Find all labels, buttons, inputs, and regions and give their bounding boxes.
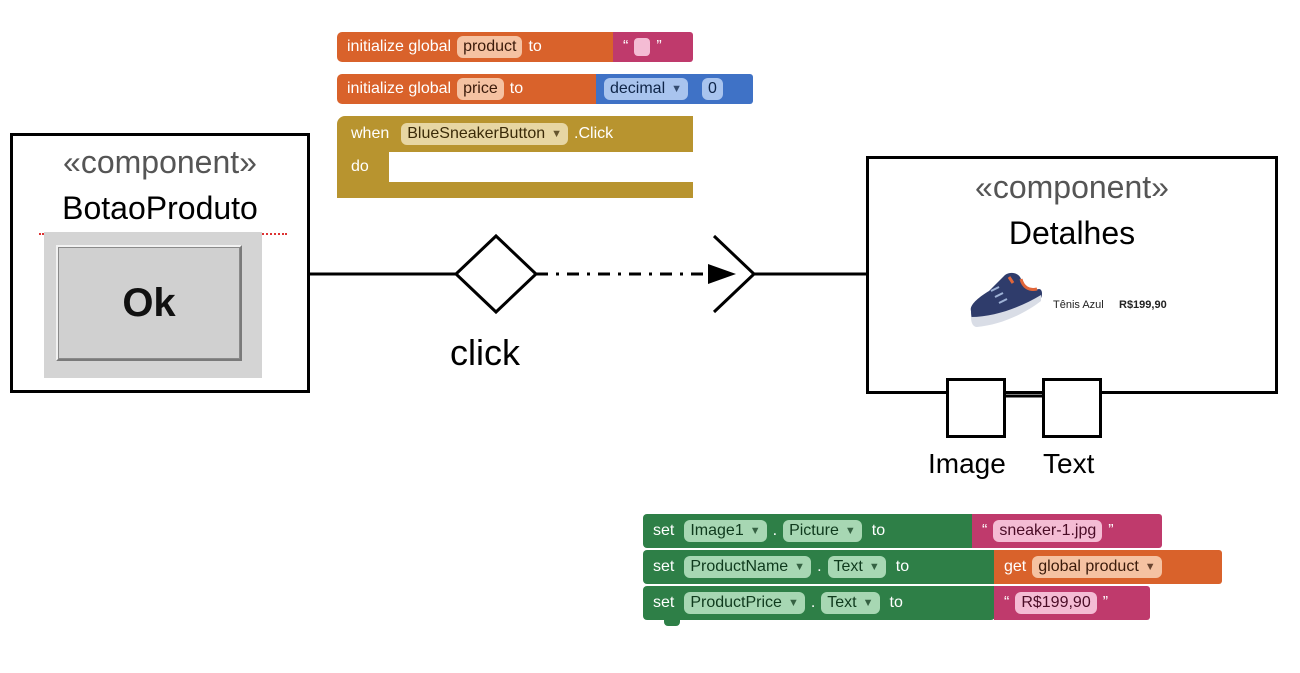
chevron-down-icon: ▼ xyxy=(671,83,683,95)
set-productname-text-block[interactable]: set ProductName ▼ . Text ▼ to xyxy=(643,550,995,584)
chevron-down-icon: ▼ xyxy=(862,597,874,609)
set-keyword: set xyxy=(653,594,675,611)
open-quote: “ xyxy=(623,38,629,55)
property-name: Text xyxy=(827,594,857,611)
component-dropdown[interactable]: ProductPrice ▼ xyxy=(684,592,805,614)
set-keyword: set xyxy=(653,522,675,539)
to-keyword: to xyxy=(895,558,910,575)
stereotype-label: «component» xyxy=(975,169,1169,205)
when-keyword: when xyxy=(351,125,390,142)
variable-dropdown[interactable]: global product ▼ xyxy=(1032,556,1162,578)
component-name: ProductName xyxy=(690,558,789,575)
init-keyword: initialize global xyxy=(347,38,452,55)
event-do-slot[interactable] xyxy=(389,152,693,182)
chevron-down-icon: ▼ xyxy=(787,597,799,609)
component-dropdown[interactable]: ProductName ▼ xyxy=(684,556,812,578)
product-price-text: R$199,90 xyxy=(1119,299,1167,311)
number-type-label: decimal xyxy=(610,80,666,97)
component-name: BlueSneakerButton xyxy=(407,125,546,142)
port-text-label: Text xyxy=(1043,448,1095,479)
component-dropdown[interactable]: Image1 ▼ xyxy=(684,520,767,542)
do-keyword: do xyxy=(351,158,369,175)
decimal-number-block[interactable]: decimal ▼ 0 xyxy=(596,74,753,104)
event-name: .Click xyxy=(574,125,614,142)
event-header-content: when BlueSneakerButton ▼ .Click xyxy=(351,123,613,145)
chevron-down-icon: ▼ xyxy=(1144,561,1156,573)
variable-name: global product xyxy=(1038,558,1139,575)
component-dropdown[interactable]: BlueSneakerButton ▼ xyxy=(401,123,569,145)
property-name: Picture xyxy=(789,522,839,539)
get-keyword: get xyxy=(1004,558,1027,575)
dot-separator: . xyxy=(817,558,822,575)
property-dropdown[interactable]: Text ▼ xyxy=(827,556,886,578)
get-variable-block[interactable]: get global product ▼ xyxy=(994,550,1222,584)
set-image-picture-block[interactable]: set Image1 ▼ . Picture ▼ to xyxy=(643,514,973,548)
ok-button[interactable]: Ok xyxy=(56,245,242,361)
to-keyword: to xyxy=(871,522,886,539)
empty-text-block[interactable]: “ ” xyxy=(613,32,693,62)
event-handler-block[interactable]: when BlueSneakerButton ▼ .Click do xyxy=(337,116,693,198)
close-quote: ” xyxy=(1102,594,1109,611)
chevron-down-icon: ▼ xyxy=(794,561,806,573)
property-name: Text xyxy=(833,558,863,575)
open-quote: “ xyxy=(982,522,988,539)
component-name: Image1 xyxy=(690,522,744,539)
close-quote: ” xyxy=(656,38,662,55)
text-value-field[interactable]: R$199,90 xyxy=(1015,592,1097,614)
chevron-down-icon: ▼ xyxy=(844,525,856,537)
init-price-block[interactable]: initialize global price to xyxy=(337,74,599,104)
ok-button-frame: Ok xyxy=(44,232,262,378)
chevron-down-icon: ▼ xyxy=(551,128,563,140)
component-name: ProductPrice xyxy=(690,594,782,611)
close-quote: ” xyxy=(1108,522,1114,539)
block-bottom-notch xyxy=(664,618,680,626)
chevron-down-icon: ▼ xyxy=(868,561,880,573)
to-keyword: to xyxy=(528,38,542,55)
init-keyword: initialize global xyxy=(347,80,452,97)
text-literal-block[interactable]: “ R$199,90 ” xyxy=(994,586,1150,620)
event-footer xyxy=(337,182,693,198)
var-name-field[interactable]: product xyxy=(457,36,523,58)
connector-label: click xyxy=(450,332,520,373)
component-detalhes: «component» Detalhes Tênis Azul R$199,90 xyxy=(866,156,1278,394)
port-text xyxy=(1042,378,1102,438)
text-value-field[interactable]: sneaker-1.jpg xyxy=(993,520,1103,542)
empty-text-slot[interactable] xyxy=(634,38,651,56)
chevron-down-icon: ▼ xyxy=(749,525,761,537)
component-name: Detalhes xyxy=(1008,215,1136,251)
arrowhead xyxy=(708,264,736,284)
var-name-field[interactable]: price xyxy=(457,78,504,100)
component-name: BotaoProduto xyxy=(62,190,258,226)
set-productprice-text-block[interactable]: set ProductPrice ▼ . Text ▼ to xyxy=(643,586,995,620)
set-keyword: set xyxy=(653,558,675,575)
dot-separator: . xyxy=(810,594,816,611)
property-dropdown[interactable]: Text ▼ xyxy=(821,592,880,614)
ok-button-label: Ok xyxy=(122,281,176,325)
property-dropdown[interactable]: Picture ▼ xyxy=(783,520,862,542)
open-quote: “ xyxy=(1004,594,1010,611)
product-name-text: Tênis Azul xyxy=(1053,299,1104,311)
dot-separator: . xyxy=(772,522,778,539)
to-keyword: to xyxy=(509,80,524,97)
text-literal-block[interactable]: “ sneaker-1.jpg ” xyxy=(972,514,1162,548)
sneaker-image xyxy=(970,272,1042,327)
port-image xyxy=(946,378,1006,438)
stereotype-label: «component» xyxy=(63,144,257,180)
init-product-block[interactable]: initialize global product to xyxy=(337,32,627,62)
diamond-shape xyxy=(453,233,539,315)
number-type-dropdown[interactable]: decimal ▼ xyxy=(604,78,689,100)
number-value-field[interactable]: 0 xyxy=(702,78,723,100)
to-keyword: to xyxy=(889,594,903,611)
port-image-label: Image xyxy=(928,448,1006,479)
component-botao-produto: «component» BotaoProduto Ok xyxy=(10,133,310,393)
